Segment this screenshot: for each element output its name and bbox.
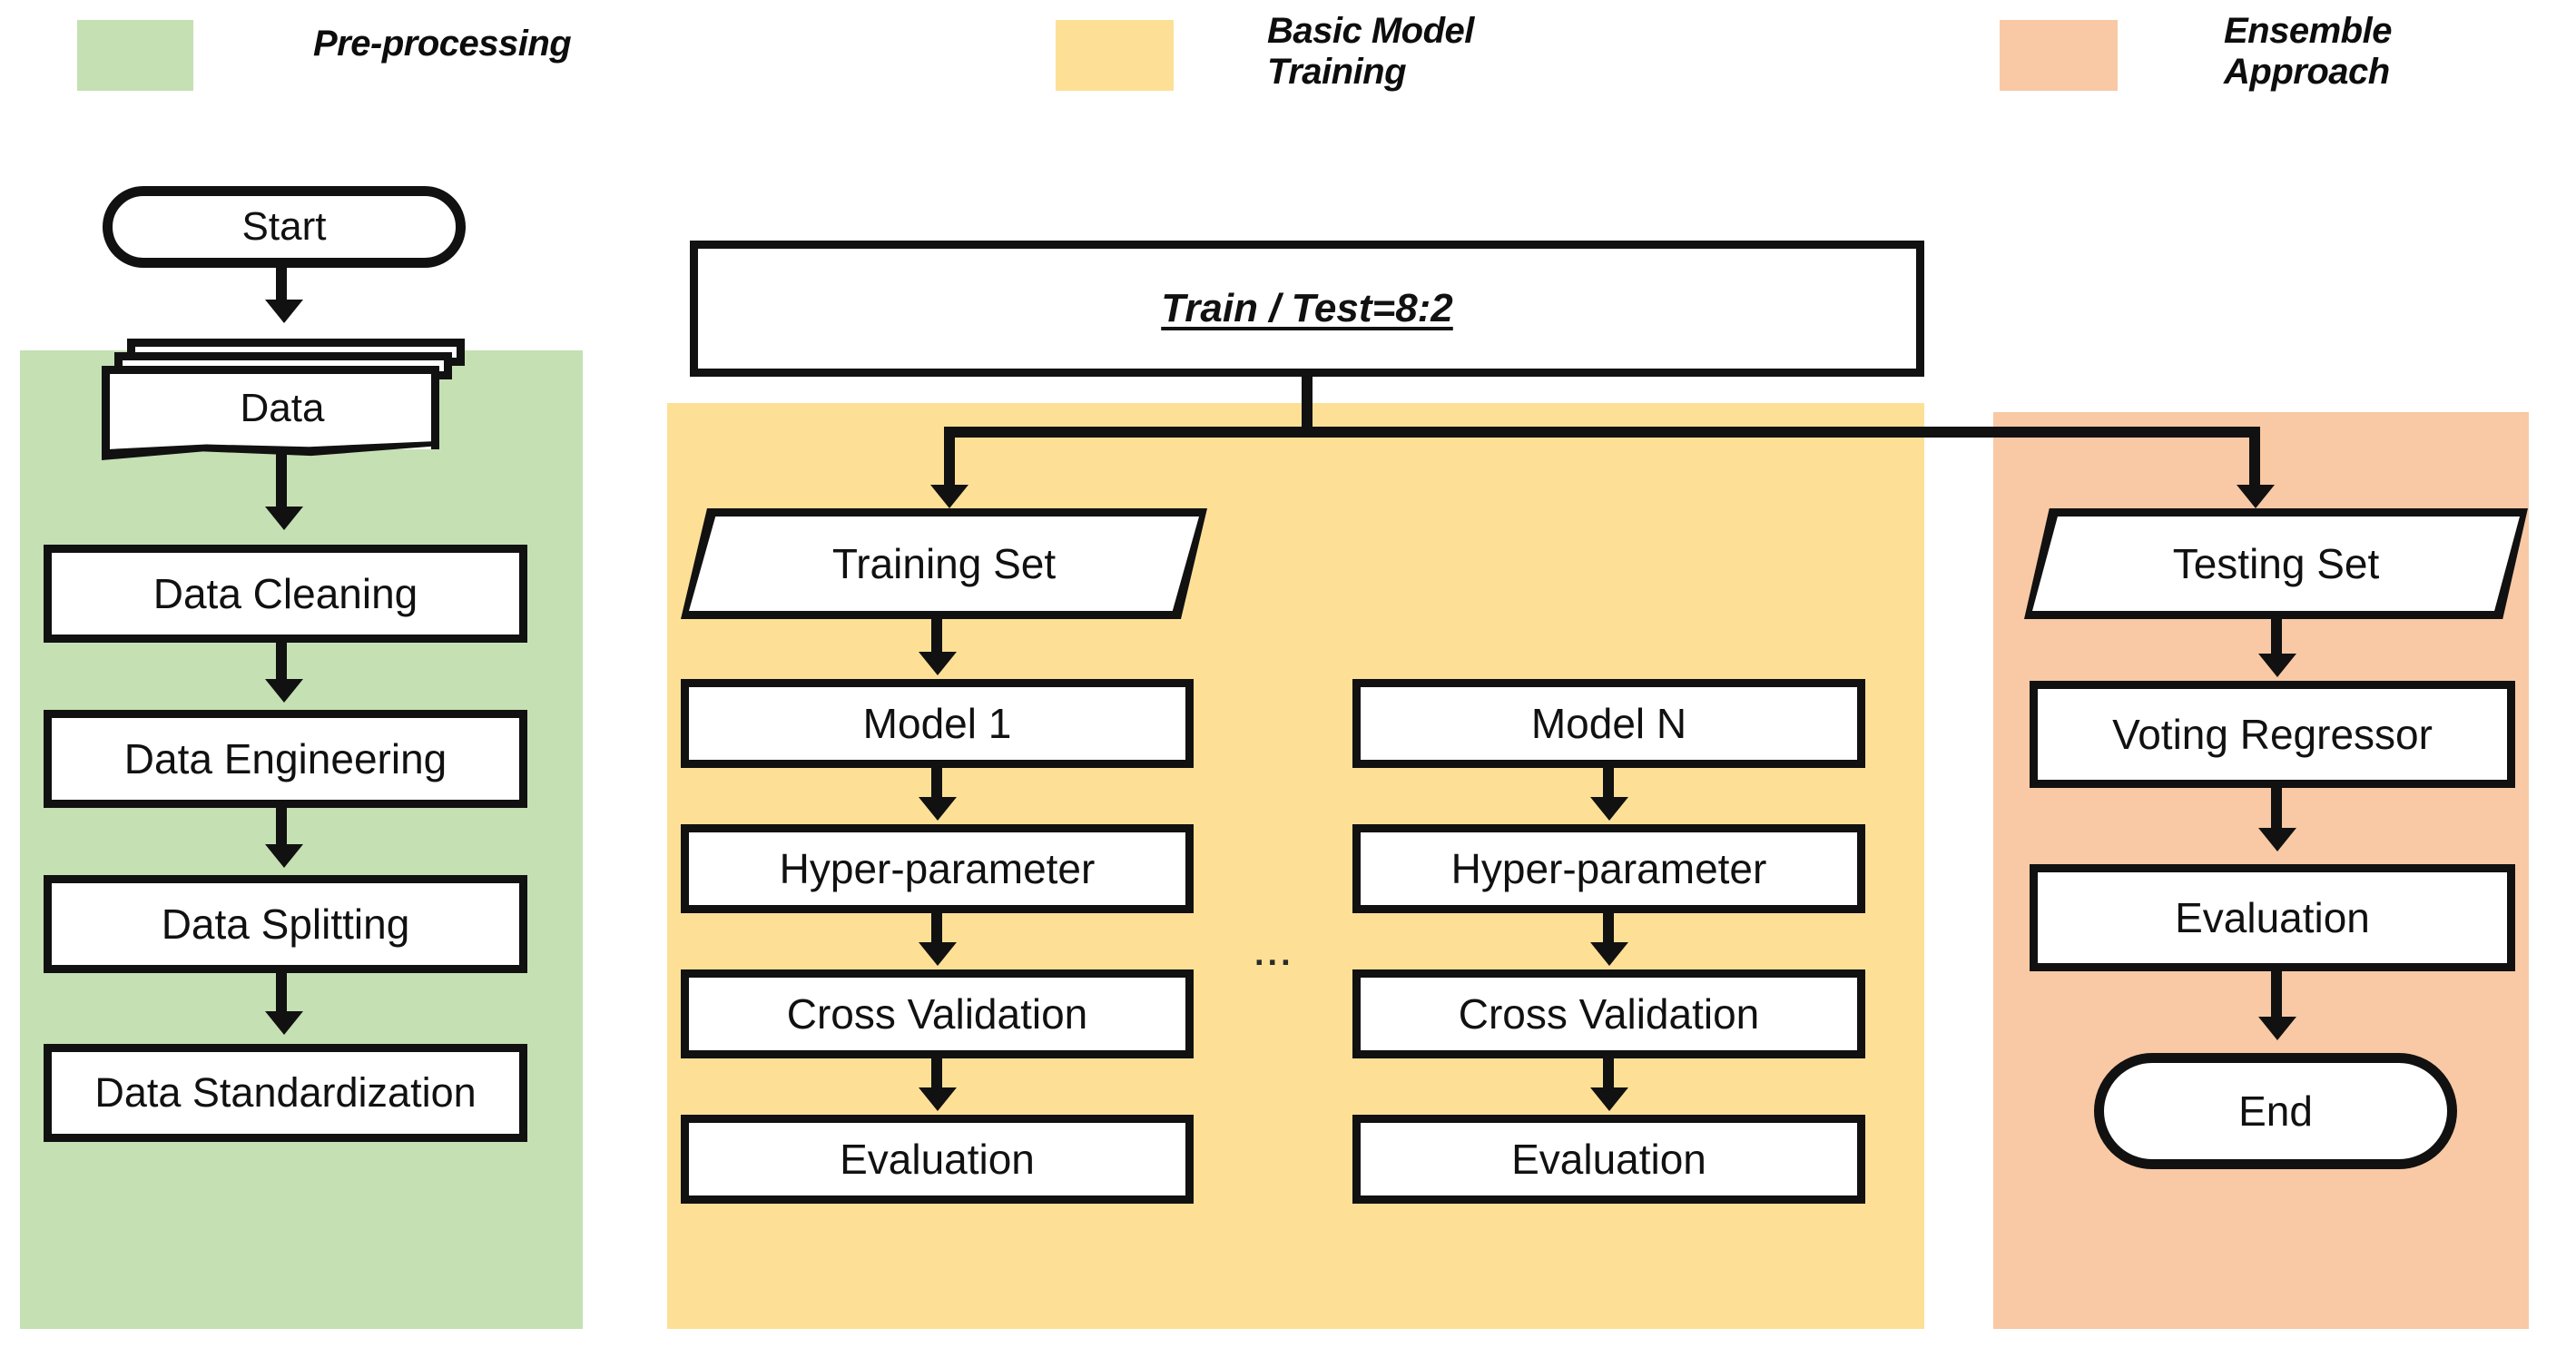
band-preprocessing bbox=[20, 350, 583, 1329]
connector-modeln-hyper-to-cv bbox=[1603, 913, 1614, 948]
node-data-label: Data bbox=[240, 385, 325, 430]
node-model-n-cross-validation-label: Cross Validation bbox=[1458, 990, 1760, 1038]
node-testing-set-label: Testing Set bbox=[2172, 540, 2380, 587]
connector-splitting-to-standardization bbox=[276, 973, 287, 1017]
node-model-n-evaluation[interactable]: Evaluation bbox=[1352, 1115, 1865, 1204]
connector-split-stem bbox=[1302, 377, 1313, 434]
node-data-splitting[interactable]: Data Splitting bbox=[44, 875, 527, 973]
connector-model1-to-hyper bbox=[931, 768, 942, 802]
node-voting-regressor-label: Voting Regressor bbox=[2112, 711, 2433, 758]
arrow-start-to-data bbox=[265, 300, 303, 323]
connector-model1-cv-to-eval bbox=[931, 1058, 942, 1093]
training-set-face bbox=[689, 517, 1199, 611]
node-model-1[interactable]: Model 1 bbox=[681, 679, 1194, 768]
legend-swatch-ensemble bbox=[2000, 20, 2118, 91]
node-ensemble-evaluation-label: Evaluation bbox=[2175, 894, 2370, 941]
node-data-standardization-label: Data Standardization bbox=[94, 1069, 477, 1116]
connector-data-to-cleaning bbox=[276, 451, 287, 511]
testing-set-face bbox=[2032, 517, 2520, 611]
data-sheet-front bbox=[102, 366, 439, 449]
node-data-standardization[interactable]: Data Standardization bbox=[44, 1044, 527, 1142]
connector-modeln-cv-to-eval bbox=[1603, 1058, 1614, 1093]
arrow-data-to-cleaning bbox=[265, 507, 303, 530]
testing-set-text-wrap: Testing Set bbox=[2024, 508, 2528, 619]
node-start[interactable]: Start bbox=[103, 186, 466, 268]
legend-swatch-training bbox=[1056, 20, 1174, 91]
node-model-n-label: Model N bbox=[1530, 700, 1687, 747]
connector-engineering-to-splitting bbox=[276, 808, 287, 850]
connector-testing-set-to-voting bbox=[2271, 619, 2282, 659]
arrow-cleaning-to-engineering bbox=[265, 679, 303, 703]
node-start-label: Start bbox=[241, 204, 327, 249]
connector-start-to-data bbox=[276, 268, 287, 304]
node-model-n-hyper-parameter-label: Hyper-parameter bbox=[1450, 845, 1767, 892]
arrow-bus-to-training-set bbox=[930, 485, 968, 508]
node-testing-set[interactable]: Testing Set bbox=[2024, 508, 2528, 619]
connector-modeln-to-hyper bbox=[1603, 768, 1614, 802]
arrow-training-set-to-model1 bbox=[919, 652, 957, 675]
arrow-modeln-hyper-to-cv bbox=[1590, 942, 1628, 966]
arrow-bus-to-testing-set bbox=[2237, 485, 2275, 508]
connector-cleaning-to-engineering bbox=[276, 643, 287, 684]
legend-label-training: Basic Model Training bbox=[1267, 11, 1474, 92]
arrow-modeln-cv-to-eval bbox=[1590, 1087, 1628, 1111]
connector-training-set-to-model1 bbox=[931, 619, 942, 657]
node-train-test-split-label: Train / Test=8:2 bbox=[1161, 286, 1453, 330]
legend-label-ensemble: Ensemble Approach bbox=[2224, 11, 2392, 92]
node-data-engineering[interactable]: Data Engineering bbox=[44, 710, 527, 808]
arrow-modeln-to-hyper bbox=[1590, 797, 1628, 821]
arrow-model1-cv-to-eval bbox=[919, 1087, 957, 1111]
node-model-1-evaluation-label: Evaluation bbox=[840, 1136, 1035, 1183]
node-model-1-evaluation[interactable]: Evaluation bbox=[681, 1115, 1194, 1204]
arrow-engineering-to-splitting bbox=[265, 844, 303, 868]
node-training-set-label: Training Set bbox=[831, 540, 1057, 587]
connector-model1-hyper-to-cv bbox=[931, 913, 942, 948]
arrow-model1-to-hyper bbox=[919, 797, 957, 821]
node-model-n-cross-validation[interactable]: Cross Validation bbox=[1352, 969, 1865, 1058]
connector-bus-to-testing-set bbox=[2249, 427, 2260, 490]
node-model-1-label: Model 1 bbox=[862, 700, 1012, 747]
node-training-set[interactable]: Training Set bbox=[681, 508, 1207, 619]
training-set-text-wrap: Training Set bbox=[681, 508, 1207, 619]
arrow-testing-set-to-voting bbox=[2258, 654, 2296, 677]
node-model-n-hyper-parameter[interactable]: Hyper-parameter bbox=[1352, 824, 1865, 913]
node-data-cleaning[interactable]: Data Cleaning bbox=[44, 545, 527, 643]
connector-bus-to-training-set bbox=[944, 427, 955, 490]
legend-label-preprocessing: Pre-processing bbox=[313, 24, 572, 64]
node-model-n-evaluation-label: Evaluation bbox=[1511, 1136, 1706, 1183]
node-data[interactable]: Data bbox=[102, 339, 465, 461]
node-data-cleaning-label: Data Cleaning bbox=[152, 570, 418, 617]
node-model-1-cross-validation[interactable]: Cross Validation bbox=[681, 969, 1194, 1058]
arrow-voting-to-evaluation bbox=[2258, 828, 2296, 851]
node-data-engineering-label: Data Engineering bbox=[123, 735, 447, 782]
arrow-evaluation-to-end bbox=[2258, 1017, 2296, 1040]
node-model-1-hyper-parameter[interactable]: Hyper-parameter bbox=[681, 824, 1194, 913]
arrow-splitting-to-standardization bbox=[265, 1011, 303, 1035]
node-train-test-split[interactable]: Train / Test=8:2 bbox=[690, 241, 1924, 377]
connector-voting-to-evaluation bbox=[2271, 788, 2282, 833]
ellipsis-text: ... bbox=[1254, 935, 1294, 973]
node-model-1-hyper-parameter-label: Hyper-parameter bbox=[779, 845, 1096, 892]
node-end[interactable]: End bbox=[2094, 1053, 2457, 1169]
arrow-model1-hyper-to-cv bbox=[919, 942, 957, 966]
data-wave-face bbox=[110, 440, 431, 449]
connector-evaluation-to-end bbox=[2271, 971, 2282, 1022]
node-ensemble-evaluation[interactable]: Evaluation bbox=[2030, 864, 2515, 971]
node-end-label: End bbox=[2238, 1087, 2313, 1135]
node-data-splitting-label: Data Splitting bbox=[161, 900, 410, 948]
node-voting-regressor[interactable]: Voting Regressor bbox=[2030, 681, 2515, 788]
connector-split-bus bbox=[944, 427, 2260, 438]
node-model-1-cross-validation-label: Cross Validation bbox=[786, 990, 1088, 1038]
legend-swatch-preprocessing bbox=[77, 20, 193, 91]
node-model-n[interactable]: Model N bbox=[1352, 679, 1865, 768]
node-data-label-wrap: Data bbox=[100, 355, 465, 461]
ellipsis-between-models: ... bbox=[1254, 935, 1294, 974]
